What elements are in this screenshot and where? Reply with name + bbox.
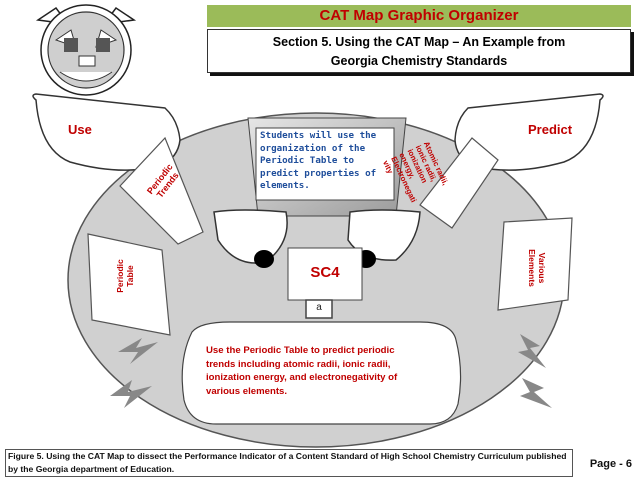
- right-lightning-icon-1: [518, 334, 546, 368]
- nose-tab: [305, 299, 333, 319]
- periodic-trends-panel: [119, 136, 204, 245]
- page-title: CAT Map Graphic Organizer: [207, 5, 631, 27]
- left-pupil: [254, 250, 274, 268]
- various-elements-label: Various Elements: [527, 249, 547, 287]
- mouth-line: various elements.: [206, 385, 288, 397]
- caption-line: Figure 5. Using the CAT Map to dissect t…: [8, 451, 567, 461]
- center-box-line: Students will use the: [260, 130, 377, 141]
- center-box-line: Periodic Table to: [260, 155, 355, 166]
- cat-logo-icon: [35, 4, 137, 96]
- label-line: Various: [536, 252, 547, 284]
- center-box-line: organization of the: [260, 142, 366, 154]
- mouth-line: ionization energy, and electronegativity…: [206, 372, 398, 383]
- predict-label: Predict: [528, 122, 573, 137]
- left-lightning-icon-1: [118, 338, 158, 364]
- page-number: Page - 6: [589, 458, 632, 470]
- section-title-box: Section 5. Using the CAT Map – An Exampl…: [207, 29, 631, 73]
- left-eye: [213, 209, 288, 264]
- center-box-line: predict properties of: [260, 167, 377, 179]
- center-box-line: elements.: [260, 180, 310, 191]
- various-elements-panel: [497, 217, 573, 311]
- use-label: Use: [68, 122, 92, 137]
- mouth-line: Use the Periodic Table to predict period…: [206, 345, 395, 356]
- section-title-line1: Section 5. Using the CAT Map – An Exampl…: [272, 35, 566, 49]
- center-box-text: Students will use the organization of th…: [260, 130, 394, 193]
- label-line: Elements: [526, 249, 537, 287]
- periodic-table-label: Periodic Table: [115, 259, 135, 293]
- standard-code: SC4: [310, 264, 340, 281]
- element-letter: a: [316, 302, 322, 313]
- mouth-text: Use the Periodic Table to predict period…: [206, 344, 438, 398]
- caption-line: by the Georgia department of Education.: [8, 464, 175, 474]
- nose-box: [287, 247, 363, 301]
- center-box-inner: [255, 127, 395, 201]
- atomic-panel: [419, 137, 499, 229]
- right-lightning-icon-2: [520, 378, 552, 408]
- mouth-line: trends including atomic radii, ionic rad…: [206, 358, 391, 370]
- label-line: Periodic: [114, 259, 125, 293]
- figure-caption: Figure 5. Using the CAT Map to dissect t…: [5, 449, 573, 477]
- periodic-table-panel: [87, 233, 171, 336]
- section-title-line2: Georgia Chemistry Standards: [330, 54, 508, 68]
- mouth-shape: [181, 321, 462, 425]
- label-line: Table: [124, 265, 135, 287]
- left-lightning-icon-2: [110, 380, 152, 408]
